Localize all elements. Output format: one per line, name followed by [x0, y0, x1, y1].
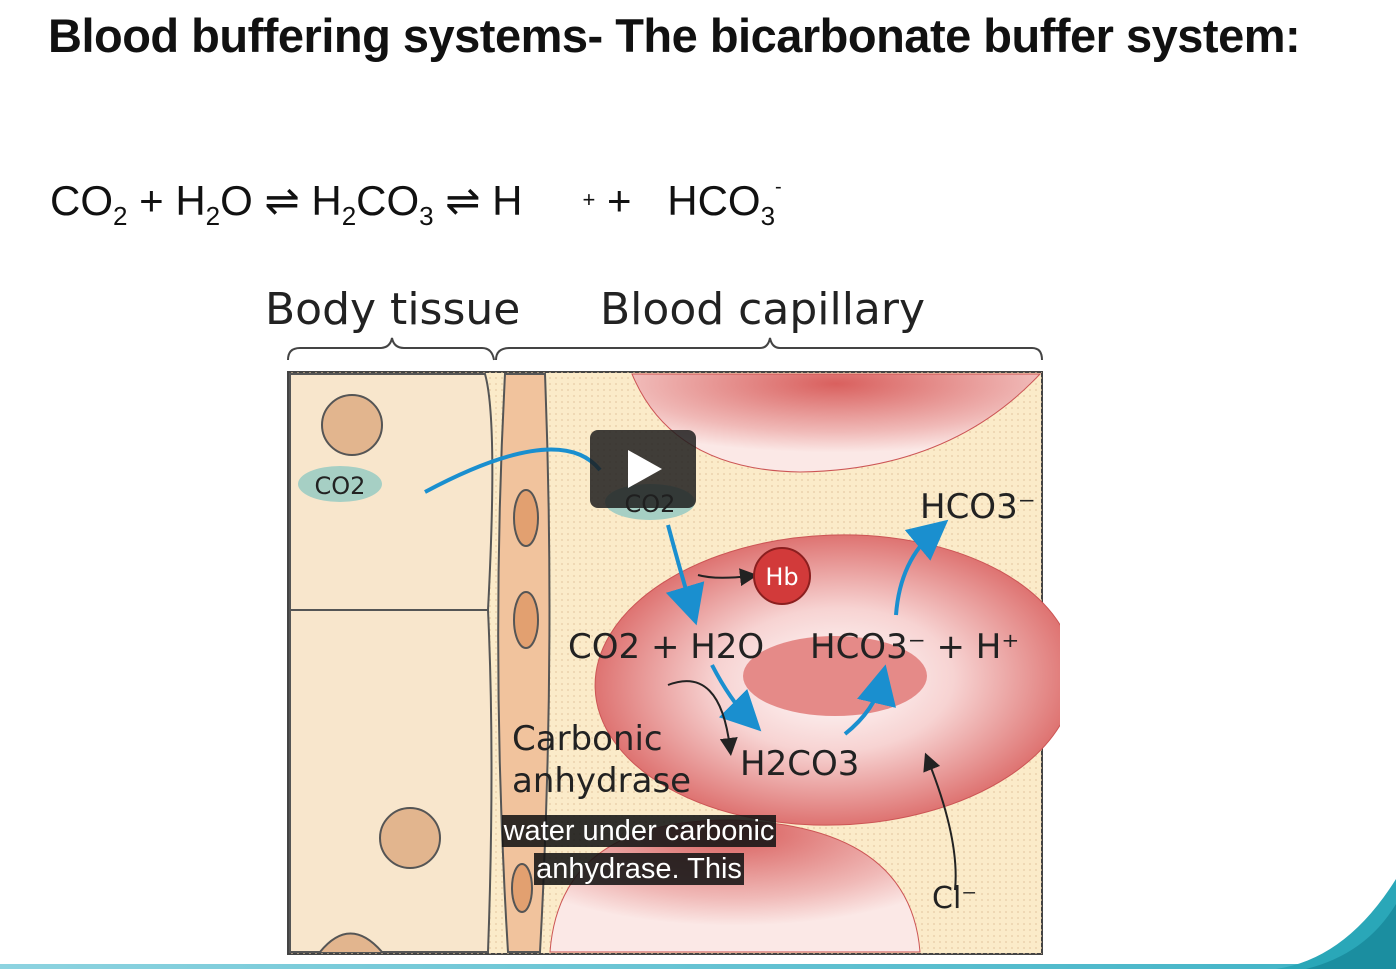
endothelial-nucleus	[513, 591, 539, 649]
eq-sub: 3	[760, 201, 776, 231]
eq-arrow: ⇌	[252, 177, 312, 224]
play-button[interactable]	[590, 430, 696, 508]
eq-arrow: ⇌	[433, 177, 493, 224]
eq-plus-small: +	[582, 187, 596, 212]
eq-plus-h: + H	[127, 177, 206, 224]
equation: CO2 + H2O ⇌ H2CO3 ⇌ H+ + HCO3-	[50, 176, 782, 232]
hemoglobin	[753, 547, 811, 605]
eq-h-ion: H	[492, 177, 523, 224]
body-tissue-label: Body tissue	[265, 284, 520, 335]
dissociation-arrow	[843, 664, 897, 736]
eq-hco: HCO	[667, 177, 761, 224]
hco3-exit-arrow	[894, 519, 949, 616]
tissue-nucleus	[321, 394, 383, 456]
slide-bottom-line	[0, 964, 1396, 969]
hydration-arrow	[710, 664, 762, 732]
reaction-left: CO2 + H2O	[568, 627, 764, 667]
eq-co3: CO	[356, 177, 420, 224]
carbonic-label: Carbonic	[512, 719, 663, 759]
chloride-arrow	[923, 752, 957, 891]
eq-sub: 2	[113, 201, 128, 231]
tissue-nucleus	[379, 807, 441, 869]
tissue-cell	[289, 609, 493, 953]
blood-capillary-label: Blood capillary	[600, 284, 925, 335]
caption-line: anhydrase. This	[534, 853, 744, 885]
co2-diffusion-arrow	[424, 447, 602, 494]
co2-tissue-bubble	[298, 466, 382, 502]
eq-sub: 2	[341, 201, 357, 231]
eq-sub: 3	[419, 201, 434, 231]
body-tissue-brace	[287, 337, 495, 361]
co2-tissue-label: CO2	[315, 472, 366, 500]
play-icon	[628, 450, 662, 488]
eq-co: CO	[50, 177, 113, 224]
tissue-nucleus	[319, 932, 383, 953]
slide-title: Blood buffering systems- The bicarbonate…	[48, 9, 1301, 62]
endothelial-nucleus	[513, 489, 539, 547]
caption-line: water under carbonic	[501, 815, 777, 847]
h2co3-label: H2CO3	[740, 744, 859, 784]
blood-capillary-brace	[495, 337, 1043, 361]
corner-swoosh	[1276, 879, 1396, 969]
video-caption: water under carbonic anhydrase. This	[481, 812, 797, 888]
eq-sub: 2	[205, 201, 221, 231]
chloride-label: Cl⁻	[932, 881, 977, 916]
hemoglobin-label: Hb	[765, 563, 798, 591]
co2-entry-arrow	[665, 524, 705, 626]
endothelial-nucleus	[511, 863, 533, 913]
reaction-right: HCO3⁻ + H⁺	[810, 627, 1019, 667]
anhydrase-label: anhydrase	[512, 761, 691, 801]
eq-plus: +	[595, 177, 644, 224]
eq-sup: -	[775, 176, 782, 198]
hb-arrow	[697, 568, 758, 587]
hco3-out-label: HCO3⁻	[920, 487, 1036, 527]
eq-o: O	[220, 177, 253, 224]
red-blood-cell-top	[631, 373, 1042, 473]
enzyme-arrow	[667, 680, 738, 756]
eq-h: H	[311, 177, 342, 224]
